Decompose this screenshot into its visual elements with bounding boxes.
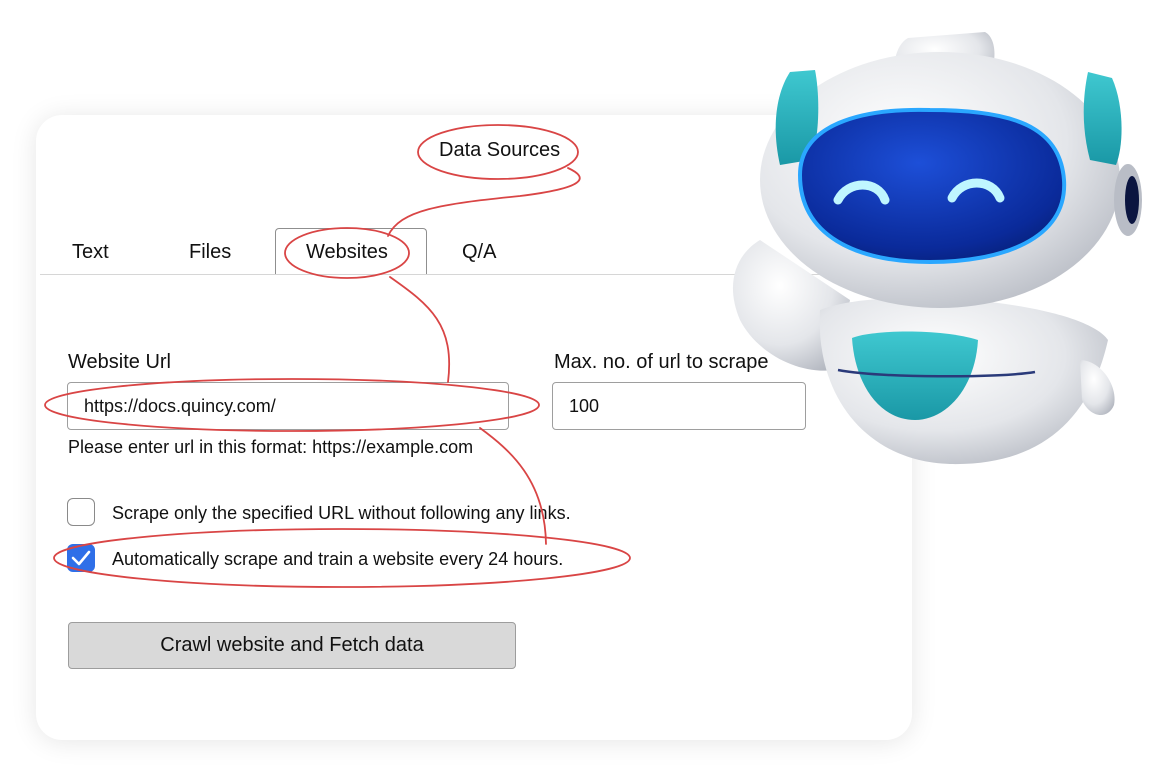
- robot-hand: [1080, 360, 1115, 416]
- robot-right-ear-fin: [1083, 72, 1122, 165]
- crawl-fetch-button[interactable]: Crawl website and Fetch data: [68, 622, 516, 669]
- robot-left-ear-fin: [775, 70, 819, 165]
- robot-waist-seam: [837, 368, 1036, 378]
- url-format-hint: Please enter url in this format: https:/…: [68, 437, 474, 457]
- max-urls-input[interactable]: 100: [552, 382, 806, 430]
- robot-left-eye: [833, 180, 890, 205]
- tab-divider: [40, 274, 880, 275]
- tab-files[interactable]: Files: [189, 241, 232, 263]
- robot-ear-core: [1125, 176, 1139, 224]
- max-urls-label: Max. no. of url to scrape: [554, 351, 769, 373]
- robot-right-eye: [947, 178, 1005, 203]
- tab-text[interactable]: Text: [72, 241, 109, 263]
- scrape-single-url-checkbox[interactable]: [67, 498, 95, 526]
- robot-visor: [797, 107, 1067, 265]
- scrape-single-url-label: Scrape only the specified URL without fo…: [112, 503, 571, 523]
- website-url-label: Website Url: [68, 351, 171, 373]
- tab-qa[interactable]: Q/A: [462, 241, 497, 263]
